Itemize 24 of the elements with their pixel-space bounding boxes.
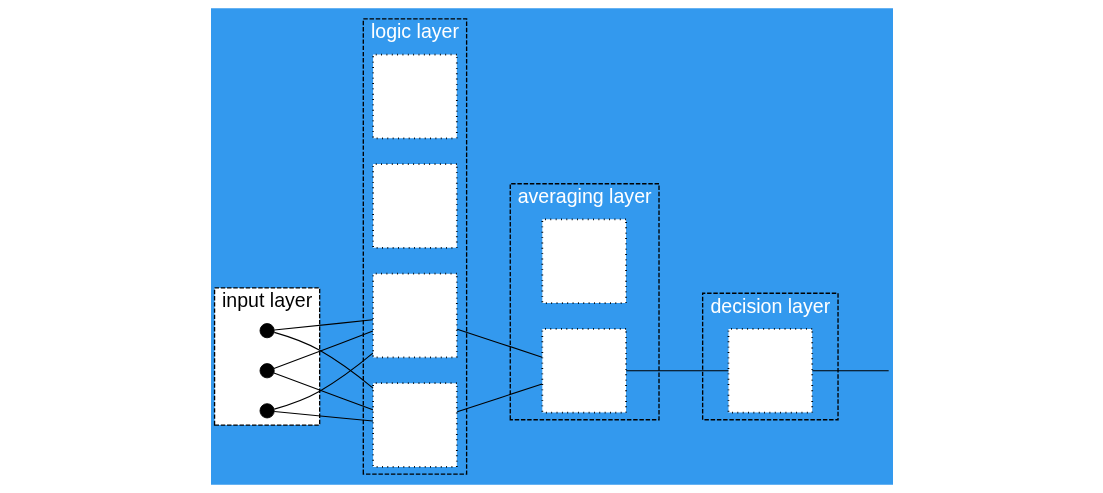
node-box (371, 382, 458, 468)
node-box (540, 218, 627, 304)
connector (273, 331, 374, 389)
connector (272, 330, 373, 370)
cluster: input layer (213, 287, 320, 426)
node-box (540, 328, 627, 414)
connector (456, 383, 543, 413)
connector (811, 370, 889, 372)
node-circle (259, 323, 275, 339)
node-box (727, 328, 813, 414)
cluster: averaging layer (509, 183, 660, 421)
cluster: decision layer (701, 292, 839, 421)
node-box (371, 53, 458, 140)
connector (272, 372, 373, 411)
node-circle (259, 363, 275, 379)
node-circle (259, 403, 275, 419)
connector (456, 328, 543, 358)
node-box (371, 163, 458, 249)
connector (273, 410, 373, 422)
connector (273, 319, 373, 331)
node-box (371, 272, 458, 359)
connector (273, 352, 373, 410)
cluster: logic layer (362, 18, 467, 475)
connector (625, 370, 729, 372)
